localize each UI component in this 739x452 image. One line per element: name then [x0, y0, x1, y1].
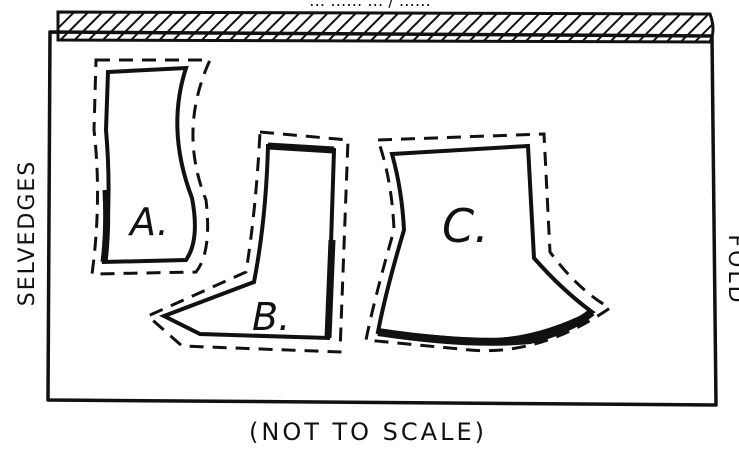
piece-c-seam-allowance [364, 132, 613, 353]
piece-b: B. [145, 130, 350, 354]
not-to-scale-label: (NOT TO SCALE) [249, 418, 487, 446]
fold-band [56, 10, 715, 44]
piece-c: C. [364, 132, 613, 353]
piece-a: A. [90, 58, 213, 276]
selvedges-label: SELVEDGES [15, 160, 40, 307]
top-clipped-text: … …… … / …… [309, 0, 431, 10]
piece-b-label: B. [252, 295, 290, 339]
piece-a-outline [101, 65, 197, 265]
piece-a-seam-allowance [90, 58, 213, 276]
piece-a-label: A. [127, 200, 169, 244]
fold-label: FOLD [723, 234, 739, 305]
fabric-outline [46, 30, 718, 407]
piece-b-outline [159, 143, 337, 341]
piece-c-label: C. [442, 199, 489, 253]
piece-b-seam-allowance [145, 130, 350, 354]
